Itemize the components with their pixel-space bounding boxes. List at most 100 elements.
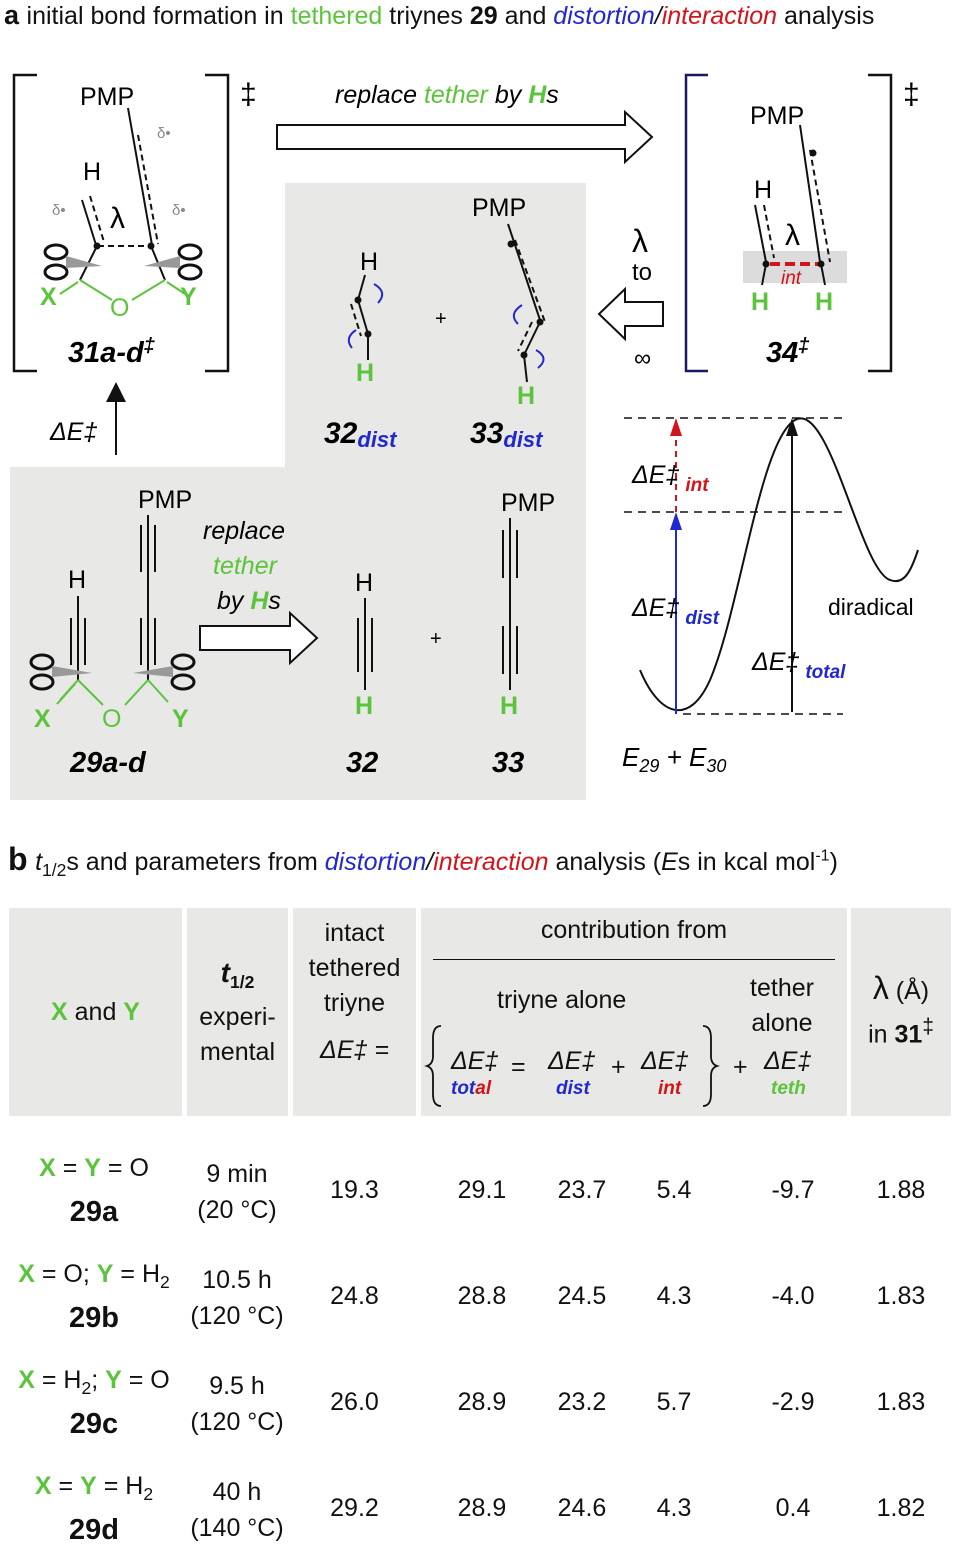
delta-e-label: ΔE‡: [49, 418, 97, 446]
value-dist: 24.5: [557, 1282, 607, 1310]
frag33dist-label: 33dist: [470, 417, 544, 452]
ts34-h-left: H: [751, 288, 769, 316]
value-total: 28.8: [457, 1282, 507, 1310]
xy-yv: 2: [81, 1378, 92, 1398]
plus-top: +: [435, 308, 447, 330]
half-life-cell: 10.5 h(120 °C): [182, 1262, 292, 1334]
xy-x: X: [39, 1154, 56, 1182]
title-and: and: [497, 2, 554, 30]
mol32-h-bot: H: [355, 692, 373, 720]
xy-yv: 2: [143, 1484, 154, 1504]
value-lambda: 1.83: [876, 1282, 926, 1310]
value-dist: 23.7: [557, 1176, 607, 1204]
frag32dist-label: 32dist: [324, 417, 398, 452]
plus-bottom: +: [430, 628, 442, 650]
title-b-units: s in kcal mol: [677, 848, 816, 876]
energy-de-dist: ΔE‡dist: [631, 594, 720, 629]
frag32dist-h-top: H: [360, 248, 378, 276]
title-slash: /: [654, 2, 662, 30]
value-int: 4.3: [656, 1282, 692, 1310]
title-mid: triynes: [382, 2, 470, 30]
ts31-label: 31a-d‡: [68, 335, 155, 369]
header-lambda: λ (Å)in 31‡: [851, 908, 951, 1116]
replace-top-label: replace tether by Hs: [335, 81, 559, 109]
title-b-slash: /: [426, 848, 434, 876]
title-b-close: ): [829, 848, 838, 876]
bracket-right-34: [868, 73, 893, 373]
mol33-label: 33: [492, 747, 524, 779]
xy-eq1: = H: [34, 1366, 82, 1394]
part-b-letter: b: [8, 841, 28, 877]
value-teth: 0.4: [775, 1494, 811, 1522]
xy-y: Y: [80, 1472, 97, 1500]
half-life-t2: (140 °C): [190, 1514, 284, 1542]
ts31-o: O: [110, 294, 129, 322]
title-tethered: tethered: [290, 2, 383, 30]
xy-rest: = O: [100, 1154, 149, 1182]
bracket-right-31: [205, 73, 230, 373]
mol33-pmp: PMP: [501, 489, 555, 517]
energy-de-int: ΔE‡int: [631, 461, 709, 496]
half-life-t1: 40 h: [212, 1478, 262, 1506]
xy-eq1: = O;: [34, 1260, 97, 1288]
compound-label: 29d: [69, 1514, 119, 1546]
mol29-label: 29a-d: [69, 747, 147, 779]
value-intact: 26.0: [330, 1388, 379, 1416]
half-life-t1: 9 min: [206, 1160, 268, 1188]
replace-bottom-l3: by Hs: [217, 587, 281, 615]
value-teth: -4.0: [771, 1282, 815, 1310]
title-t: t: [35, 848, 43, 876]
ts31-delta-top: δ•: [157, 125, 171, 142]
half-life-cell: 40 h (140 °C): [182, 1474, 292, 1546]
half-life-cell: 9.5 h(120 °C): [182, 1368, 292, 1440]
replace-bottom-l1: replace: [203, 517, 285, 545]
title-b-sup: -1: [815, 847, 830, 865]
replace-arrow-bottom: [199, 610, 319, 666]
xy-rest: ;: [91, 1366, 106, 1394]
header-xy: X and Y: [9, 908, 182, 1116]
scissors-icon: [29, 653, 92, 691]
ts34-h: H: [754, 176, 772, 204]
dagger-31: ‡: [240, 78, 257, 111]
xy-eq1: =: [51, 1472, 81, 1500]
title-distortion: distortion: [553, 2, 655, 30]
frag33dist-h: H: [517, 382, 535, 410]
ts34-pmp: PMP: [750, 102, 804, 130]
value-intact: 19.3: [330, 1176, 379, 1204]
value-total: 29.1: [457, 1176, 507, 1204]
scissors-icon: [43, 243, 102, 281]
replace-bottom-l2: tether: [213, 552, 279, 580]
energy-diradical: diradical: [828, 594, 914, 620]
part-b-title: b t1/2s and parameters from distortion/i…: [8, 841, 838, 881]
lambda-to: to: [632, 259, 652, 286]
xy-tail: = O: [121, 1366, 170, 1394]
ts31-delta-right: δ•: [172, 202, 186, 219]
mol32-label: 32: [346, 747, 378, 779]
mol29-o: O: [102, 705, 121, 733]
title-b-interaction: interaction: [433, 848, 549, 876]
half-life-t2: (20 °C): [197, 1196, 277, 1224]
xy-rest: = H: [96, 1472, 144, 1500]
mol29-x: X: [34, 705, 51, 733]
replace-arrow-top: [276, 109, 654, 165]
value-dist: 23.2: [557, 1388, 607, 1416]
scissors-icon: [133, 653, 196, 691]
part-a-title: a initial bond formation in tethered tri…: [4, 0, 874, 33]
value-teth: -9.7: [771, 1176, 815, 1204]
half-life-t2: (120 °C): [190, 1302, 284, 1330]
bracket-left-31: [12, 73, 37, 373]
value-total: 28.9: [457, 1494, 507, 1522]
scissors-icon: [144, 243, 203, 281]
value-int: 5.4: [656, 1176, 692, 1204]
value-lambda: 1.82: [876, 1494, 926, 1522]
xy-y: Y: [84, 1154, 101, 1182]
title-s: s and parameters from: [66, 848, 325, 876]
